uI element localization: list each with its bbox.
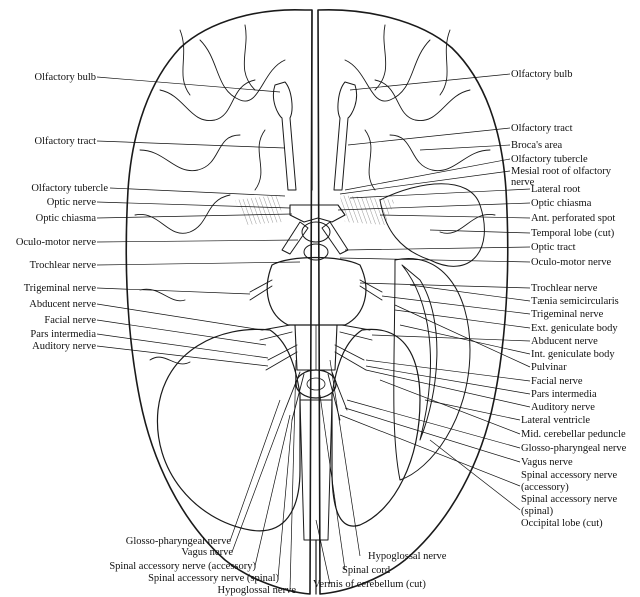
label-trochlear-nerve-right: Trochlear nerve (531, 283, 598, 294)
label-vagus-nerve-right: Vagus nerve (521, 457, 573, 468)
label-int-geniculate-body: Int. geniculate body (531, 349, 615, 360)
label-occipital-lobe-cut: Occipital lobe (cut) (521, 518, 603, 529)
labels-bottom: Glosso-pharyngeal nerve Vagus nerve Spin… (109, 536, 446, 596)
labels-right: Olfactory bulb Olfactory tract Broca's a… (511, 69, 627, 529)
label-oculomotor-nerve-right: Oculo-motor nerve (531, 257, 612, 268)
cranial-nerve-roots (249, 279, 383, 421)
label-optic-nerve: Optic nerve (47, 197, 97, 208)
right-hemisphere (317, 8, 509, 595)
label-vermis-cerebellum-cut: Vermis of cerebellum (cut) (313, 579, 426, 590)
leader-lines (96, 73, 531, 591)
label-facial-nerve-left: Facial nerve (44, 315, 96, 326)
right-gyri (344, 24, 496, 234)
left-gyri (134, 24, 286, 365)
anterior-perforated-spot (340, 195, 395, 225)
label-trigeminal-nerve-left: Trigeminal nerve (24, 283, 97, 294)
label-brocas-area: Broca's area (511, 140, 562, 151)
label-mesial-root: Mesial root of olfactory (511, 166, 612, 177)
label-spinal-accessory-right-2b: (spinal) (521, 506, 554, 517)
left-hemisphere (125, 8, 313, 595)
label-hypoglossal-bottom-left: Hypoglossal nerve (218, 585, 297, 596)
label-mesial-root-cont: nerve (511, 177, 535, 188)
olfactory-tract-right (333, 81, 358, 191)
label-glossopharyngeal-right: Glosso-pharyngeal nerve (521, 443, 627, 454)
optic-chiasma (289, 204, 346, 223)
label-lateral-ventricle: Lateral ventricle (521, 415, 590, 426)
label-optic-chiasma-right: Optic chiasma (531, 198, 592, 209)
label-spinal-cord: Spinal cord (342, 565, 391, 576)
label-taenia-semicircularis: Tænia semicircularis (531, 296, 619, 307)
medulla (294, 324, 338, 371)
brain-illustration (125, 8, 509, 595)
label-spinal-accessory-bottom-2: Spinal accessory nerve (spinal) (148, 573, 279, 584)
label-trigeminal-nerve-right: Trigeminal nerve (531, 309, 604, 320)
label-spinal-accessory-right-2: Spinal accessory nerve (521, 494, 618, 505)
label-spinal-accessory-bottom-1: Spinal accessory nerve (accessory) (109, 561, 256, 572)
label-pars-intermedia-left: Pars intermedia (30, 329, 96, 340)
label-auditory-nerve-left: Auditory nerve (32, 341, 96, 352)
label-facial-nerve-right: Facial nerve (531, 376, 583, 387)
label-oculomotor-nerve-left: Oculo-motor nerve (16, 237, 97, 248)
label-optic-chiasma-left: Optic chiasma (36, 213, 97, 224)
vermis (299, 399, 333, 541)
spinal-cord (295, 369, 337, 399)
pons (266, 256, 367, 326)
temporal-lobe-cut (379, 183, 485, 267)
label-optic-tract: Optic tract (531, 242, 576, 253)
label-olfactory-tubercle-right: Olfactory tubercle (511, 154, 588, 165)
label-glossopharyngeal-bottom: Glosso-pharyngeal nerve (126, 536, 232, 547)
label-pulvinar: Pulvinar (531, 362, 567, 373)
label-abducent-nerve-left: Abducent nerve (29, 299, 96, 310)
label-pars-intermedia-right: Pars intermedia (531, 389, 597, 400)
label-abducent-nerve-right: Abducent nerve (531, 336, 598, 347)
label-olfactory-tract-right: Olfactory tract (511, 123, 573, 134)
cerebellum-right (331, 328, 421, 527)
label-olfactory-tubercle-left: Olfactory tubercle (31, 183, 108, 194)
label-spinal-accessory-right-1b: (accessory) (521, 482, 569, 493)
label-vagus-nerve-bottom: Vagus nerve (181, 547, 233, 558)
label-lateral-root: Lateral root (531, 184, 580, 195)
label-ant-perforated-spot: Ant. perforated spot (531, 213, 615, 224)
label-olfactory-bulb-left: Olfactory bulb (34, 72, 96, 83)
olfactory-tract-left (272, 81, 297, 191)
label-trochlear-nerve-left: Trochlear nerve (30, 260, 97, 271)
label-olfactory-tract-left: Olfactory tract (34, 136, 96, 147)
label-hypoglossal-bottom-right: Hypoglossal nerve (368, 551, 447, 562)
cerebellum-left (156, 328, 301, 532)
label-olfactory-bulb-right: Olfactory bulb (511, 69, 573, 80)
label-ext-geniculate-body: Ext. geniculate body (531, 323, 618, 334)
label-auditory-nerve-right: Auditory nerve (531, 402, 595, 413)
labels-left: Olfactory bulb Olfactory tract Olfactory… (16, 72, 109, 352)
label-temporal-lobe-cut: Temporal lobe (cut) (531, 228, 615, 239)
label-spinal-accessory-right-1: Spinal accessory nerve (521, 470, 618, 481)
label-mid-cerebellar-peduncle: Mid. cerebellar peduncle (521, 429, 626, 440)
